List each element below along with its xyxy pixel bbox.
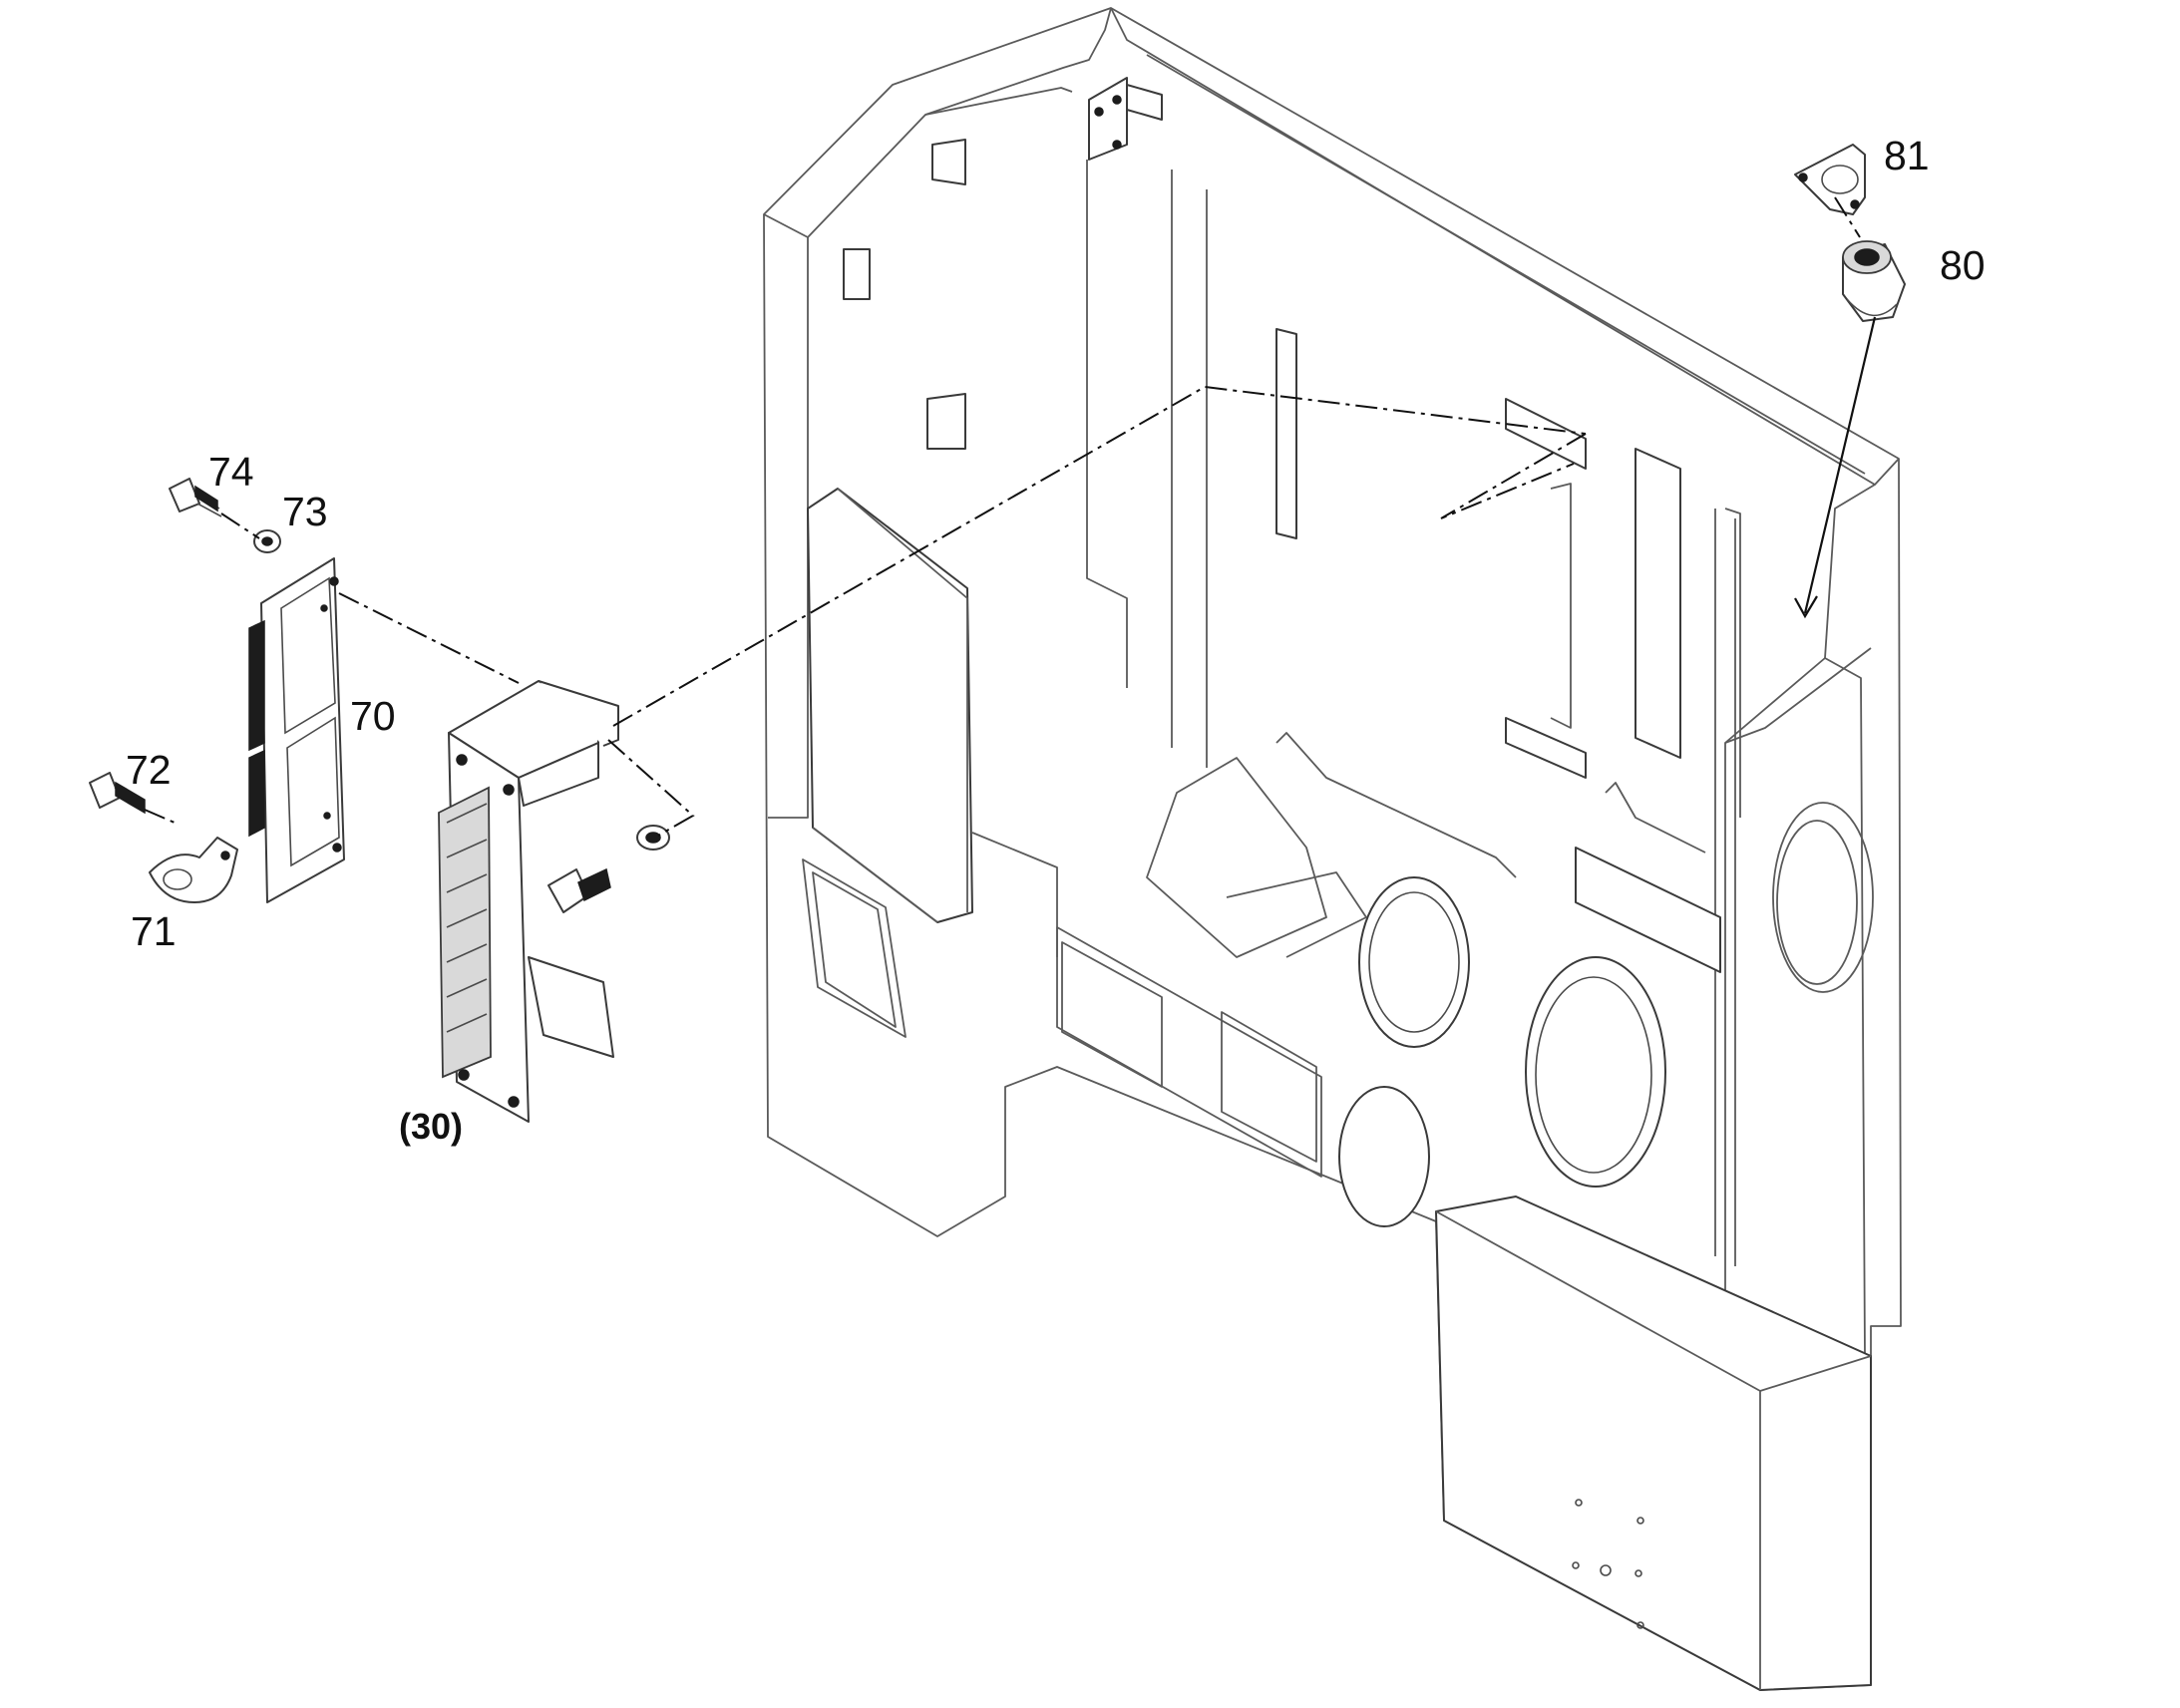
- callout-81: 81: [1884, 133, 1930, 178]
- callout-71: 71: [131, 908, 177, 954]
- callout-73: 73: [282, 489, 328, 534]
- callout-72: 72: [126, 747, 172, 793]
- screw-72: [89, 772, 146, 815]
- terminal-assembly-30: [438, 680, 670, 1123]
- callout-labels: 81 80 74 73 70 72 71 (30): [126, 133, 1986, 1147]
- clamp-plate-81: [1794, 144, 1866, 215]
- callout-80: 80: [1940, 242, 1986, 288]
- circuit-board-70: [248, 557, 345, 903]
- callout-30: (30): [399, 1106, 463, 1147]
- grommet-80: [1842, 240, 1906, 322]
- screw-74: [169, 478, 222, 517]
- cabinet-frame: [763, 7, 1902, 1691]
- cable-clamp-71: [149, 837, 238, 903]
- leader-lines: [144, 196, 1877, 837]
- callout-74: 74: [208, 449, 254, 495]
- washer-73: [253, 529, 281, 553]
- callout-70: 70: [350, 693, 396, 739]
